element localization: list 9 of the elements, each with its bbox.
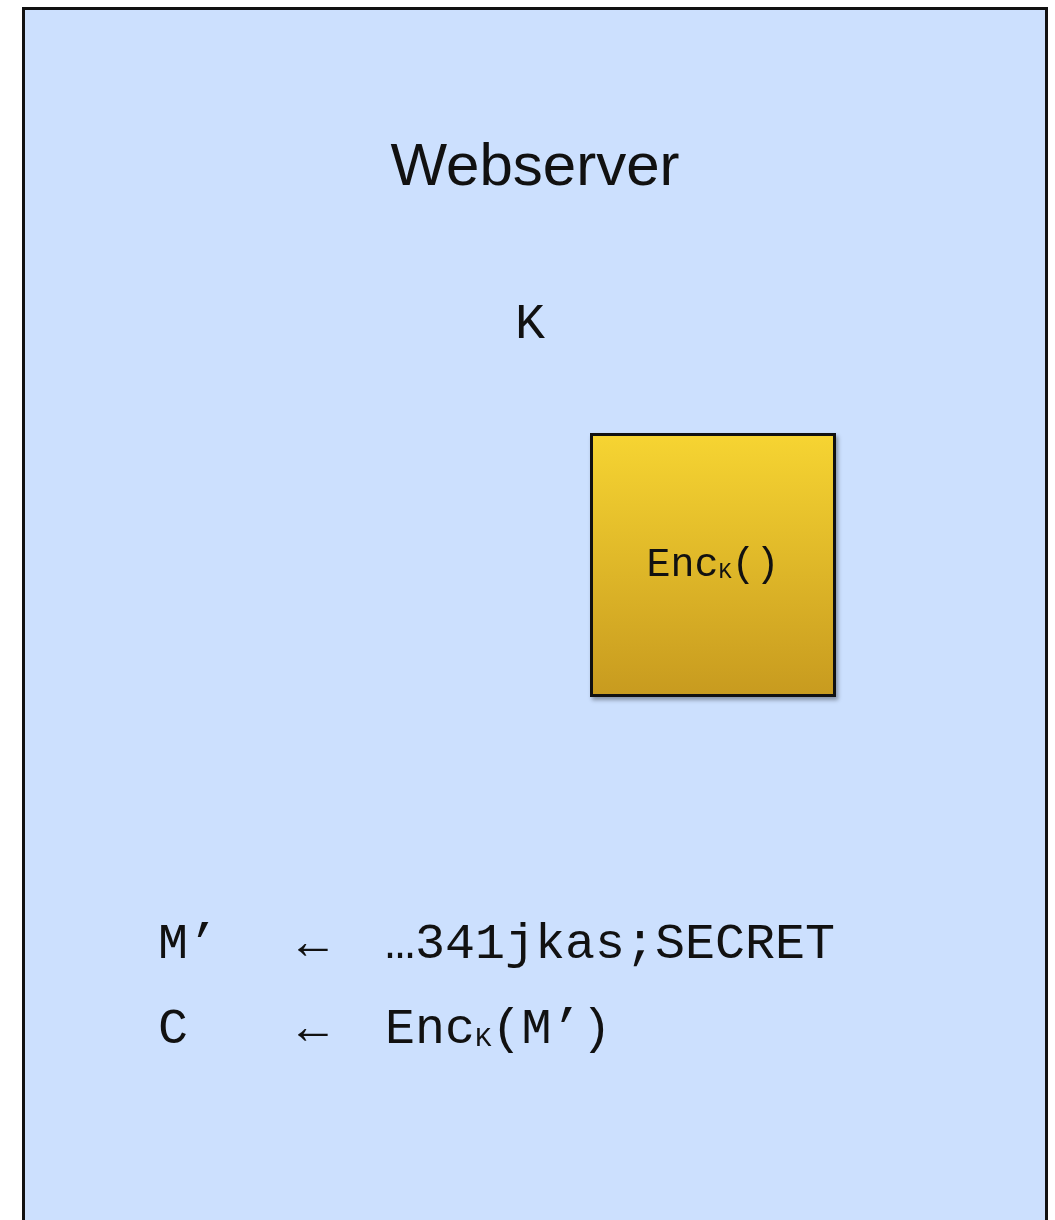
function-box	[590, 433, 836, 697]
server-title: Webserver	[389, 130, 681, 199]
assigned-value: …341jkas;SECRET	[385, 920, 836, 970]
server-box	[22, 7, 1048, 1220]
assignment-arrow: ←	[298, 1005, 328, 1055]
variable-name: M’	[158, 920, 218, 970]
key-symbol: K	[515, 300, 545, 350]
assignment-arrow: ←	[298, 920, 328, 970]
variable-name: C	[158, 1005, 188, 1055]
